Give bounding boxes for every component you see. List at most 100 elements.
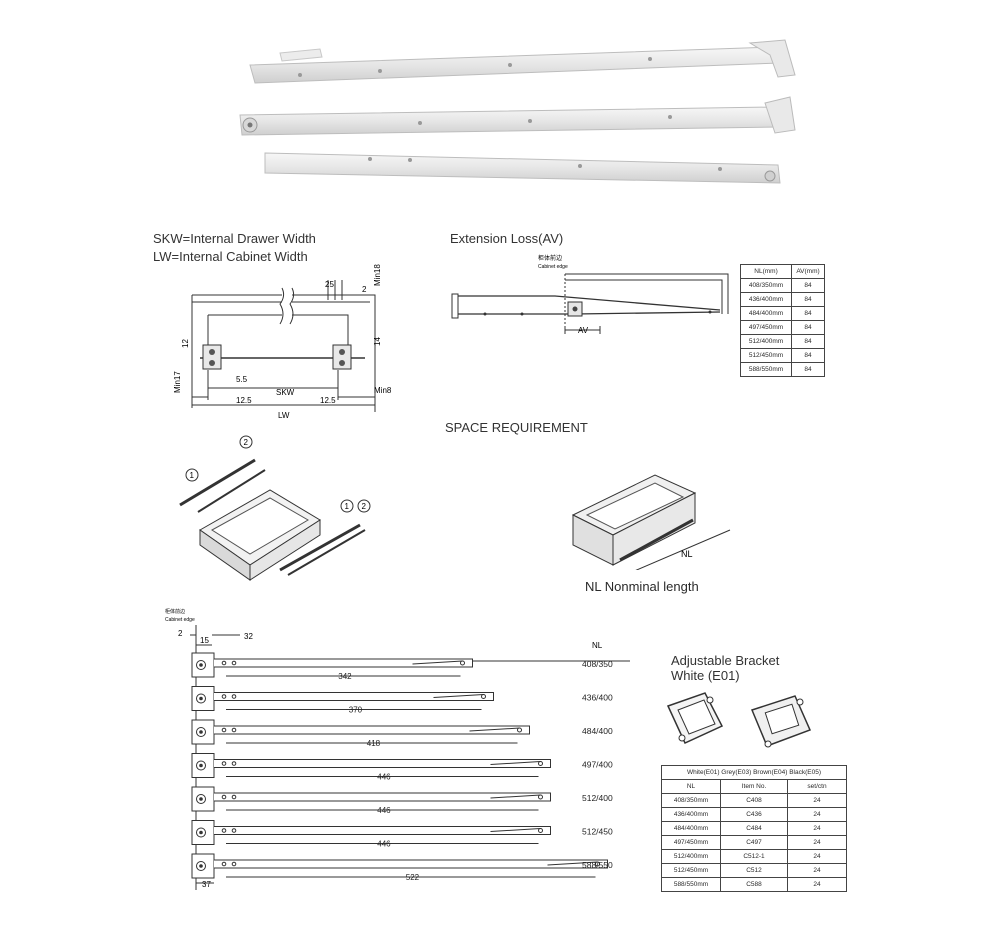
item-header-set: set/ctn [787,779,847,794]
rail-nl-label: 588/550 [582,860,613,870]
item-cell: 24 [787,863,847,878]
rail-nl-label: 408/350 [582,659,613,669]
rail-roller-hub [199,696,203,701]
width-cross-section-diagram: 25 2 Min18 12 14 Min17 5.5 SKW 12.5 12.5… [173,264,392,420]
rail-nl-label: 512/400 [582,793,613,803]
bracket-rear-view [750,695,812,748]
drawer-rail-bottom [264,152,781,184]
rail-groove [490,828,541,832]
rail-body [214,692,494,701]
rail-hole [231,761,237,766]
av-header-nl: NL(mm) [740,264,792,279]
item-cell: 24 [787,877,847,892]
rail-body [214,759,551,768]
product-rails-photo [239,39,796,184]
item-cell: 24 [787,835,847,850]
dim-37: 37 [202,880,211,889]
callout-1-left: 1 [190,471,195,480]
nominal-length-diagram: NL [571,474,731,570]
callout-2-right: 2 [362,502,367,511]
dim-25: 25 [325,280,334,289]
dim-12: 12 [181,339,190,348]
rail-roller-hub [199,864,203,868]
rail-hole [231,794,237,800]
rail-body [214,725,530,735]
av-cell: 497/450mm [740,320,792,335]
cabinet-rail-top [249,39,796,84]
item-cell: 24 [787,807,847,822]
drawer-assembly-diagram: 1 2 1 2 [179,435,371,581]
rail-hole [221,861,227,867]
rail-lengths-diagram: 柜体前边 Cabinet edge 2 15 32 NL 37 342408/3… [165,608,630,890]
dim-lw: LW [278,411,290,420]
rail-body [214,792,551,802]
rail-nl-label: 484/400 [582,726,613,736]
callout-2-left: 2 [244,438,249,447]
rail-nl-label: 436/400 [582,693,613,703]
extension-loss-title: Extension Loss(AV) [450,231,564,246]
rail-roller-hub [199,830,203,835]
item-cell: 436/400mm [661,807,721,822]
rail-roller-hub [199,730,203,734]
item-cell: C512 [720,863,788,878]
nl-column-header: NL [592,641,603,650]
rail-hole [221,828,227,833]
rail-hole [460,660,465,666]
dim-min8: Min8 [374,386,392,395]
bracket-title-line2: White (E01) [671,668,740,683]
item-number-table: White(E01) Grey(E03) Brown(E04) Black(E0… [661,765,847,892]
item-cell: C588 [720,877,788,892]
rail-hole [231,828,237,833]
rail-groove [412,660,463,665]
dim-15: 15 [200,636,209,645]
rail-hole [221,727,227,733]
dim-2: 2 [362,285,367,294]
rail-length-label: 446 [377,773,391,782]
dim-2-offset: 2 [178,629,183,638]
item-cell: 484/400mm [661,821,721,836]
bracket-illustrations [666,692,812,748]
av-cell: 84 [791,292,825,307]
rail-length-label: 370 [349,706,363,715]
item-cell: 512/400mm [661,849,721,864]
av-cell: 436/400mm [740,292,792,307]
rail-roller-hub [199,797,203,801]
cabinet-edge-en: Cabinet edge [538,264,568,270]
rail-body [214,658,473,668]
dim-skw: SKW [276,388,295,397]
rail-groove [433,694,484,698]
rail-hole [221,660,227,666]
cabinet-rail-middle [239,96,796,136]
rail-length-label: 342 [338,672,352,681]
bracket-front-view [666,692,724,744]
av-header-av: AV(mm) [791,264,825,279]
item-cell: C497 [720,835,788,850]
rail-length-label: 446 [377,806,391,815]
rail-roller-hub [199,763,203,768]
rail-roller-hub [199,663,203,667]
rail-hole [481,694,486,699]
rail-hole [221,694,227,699]
item-cell: 408/350mm [661,793,721,808]
dim-32: 32 [244,632,253,641]
cabinet-edge-cn: 柜体前边 [538,254,562,262]
lengths-cabinet-cn: 柜体前边 [165,608,185,615]
item-header-nl: NL [661,779,721,794]
item-cell: C512-1 [720,849,788,864]
rail-hole [221,794,227,800]
rail-hole [231,660,237,666]
rail-hole [595,861,600,867]
rail-length-label: 446 [377,840,391,849]
dim-min17: Min17 [173,371,182,393]
dim-12-5-left: 12.5 [236,396,252,405]
av-cell: 588/550mm [740,362,792,377]
